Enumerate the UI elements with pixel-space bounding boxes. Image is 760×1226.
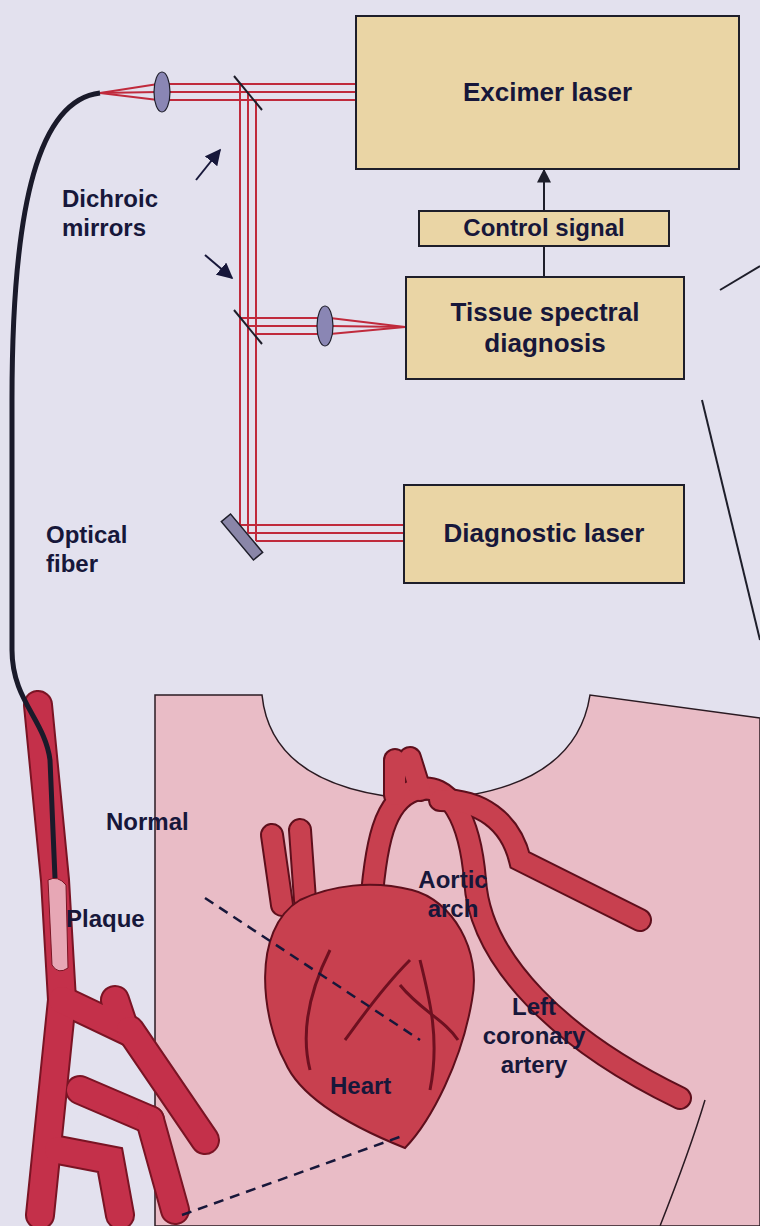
coronary-arteries (306, 950, 458, 1090)
box-label: Tissue spectral diagnosis (430, 297, 660, 359)
control-connector (543, 170, 545, 210)
dichroic-mirror (234, 310, 262, 344)
mirror (221, 514, 262, 560)
part-label: Left coronary artery (468, 993, 600, 1079)
part-label: Normal (106, 808, 206, 837)
box-label: Control signal (463, 214, 624, 243)
lens (317, 306, 333, 346)
part-label: Heart (330, 1072, 410, 1101)
lens (154, 72, 170, 112)
pointer-arrow (205, 255, 232, 278)
part-label: Optical fiber (46, 521, 176, 579)
armpit-line (660, 1100, 705, 1226)
control-connector (543, 247, 545, 276)
instrument-box: Excimer laser (355, 15, 740, 170)
dashed-guide (182, 1135, 405, 1215)
callout-line (702, 400, 760, 640)
torso-outline (155, 695, 760, 1226)
instrument-box: Diagnostic laser (403, 484, 685, 584)
box-label: Excimer laser (463, 77, 632, 108)
part-label: Plaque (66, 905, 166, 934)
instrument-box: Tissue spectral diagnosis (405, 276, 685, 380)
box-label: Diagnostic laser (444, 518, 645, 549)
pointer-arrow (196, 150, 220, 180)
heart (265, 885, 474, 1148)
part-label: Aortic arch (398, 866, 508, 924)
dashed-guide (205, 898, 420, 1040)
artery-tree (38, 705, 205, 1215)
signal-box: Control signal (418, 210, 670, 247)
dichroic-mirror (234, 76, 262, 110)
part-label: Dichroic mirrors (62, 185, 192, 243)
plaque (48, 878, 68, 971)
callout-line (720, 266, 760, 290)
